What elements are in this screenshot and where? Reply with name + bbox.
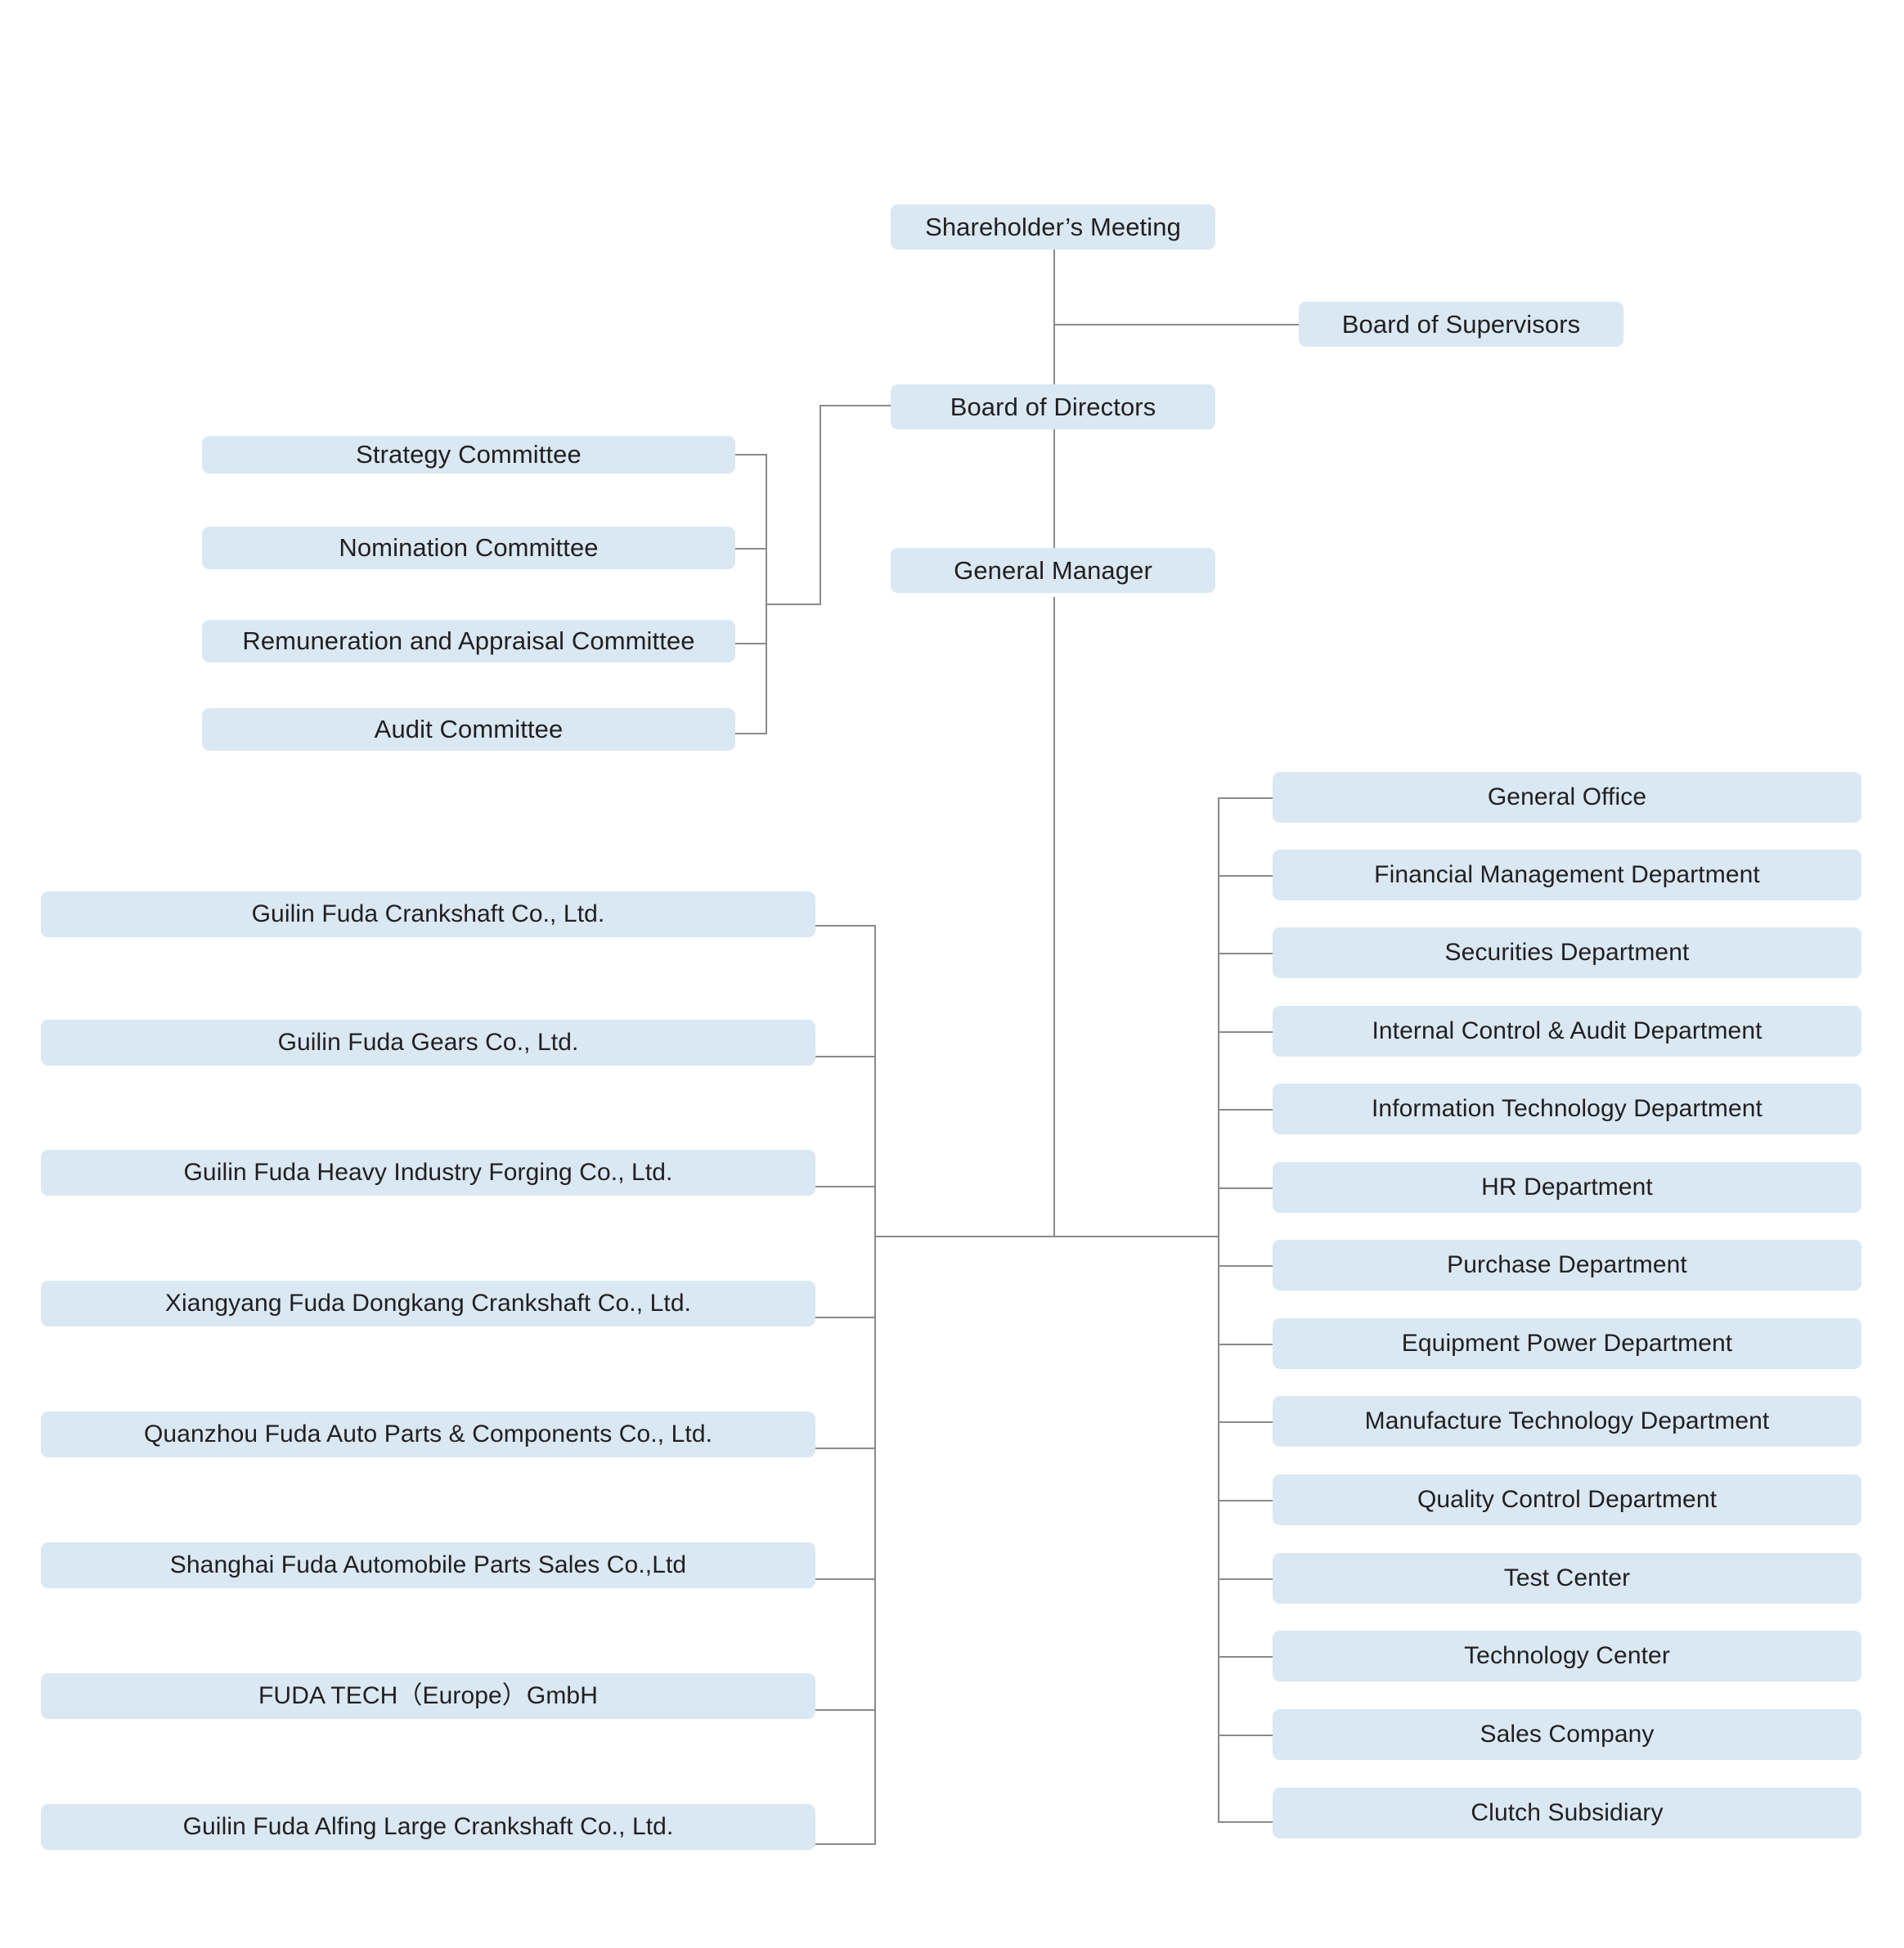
node-department-technology-center[interactable]: Technology Center	[1273, 1631, 1861, 1681]
node-subsidiary-quanzhou-fuda-auto-parts[interactable]: Quanzhou Fuda Auto Parts & Components Co…	[41, 1412, 815, 1457]
node-committee-remuneration[interactable]: Remuneration and Appraisal Committee	[202, 620, 735, 662]
node-subsidiary-xiangyang-fuda-dongkang-crankshaft[interactable]: Xiangyang Fuda Dongkang Crankshaft Co., …	[41, 1281, 815, 1326]
connector-department-stub-5	[1218, 1109, 1273, 1111]
node-department-securities[interactable]: Securities Department	[1273, 927, 1861, 978]
connector-gm-trunk	[1053, 597, 1055, 1237]
node-department-sales-company[interactable]: Sales Company	[1273, 1709, 1861, 1760]
connector-committee-stub-1	[734, 454, 767, 456]
connector-subsidiary-stub-4	[815, 1317, 876, 1318]
node-general-manager[interactable]: General Manager	[891, 548, 1215, 593]
connector-department-stub-9	[1218, 1421, 1273, 1423]
connector-committee-rail	[766, 454, 767, 733]
connector-committee-riser	[820, 405, 821, 605]
node-department-internal-control-audit[interactable]: Internal Control & Audit Department	[1273, 1006, 1861, 1057]
node-committee-strategy[interactable]: Strategy Committee	[202, 436, 735, 474]
node-subsidiary-guilin-fuda-heavy-industry-forging[interactable]: Guilin Fuda Heavy Industry Forging Co., …	[41, 1150, 815, 1196]
connector-department-stub-11	[1218, 1578, 1273, 1580]
node-department-clutch-subsidiary[interactable]: Clutch Subsidiary	[1273, 1788, 1861, 1838]
connector-committee-stub-3	[734, 643, 767, 644]
connector-department-stub-3	[1218, 953, 1273, 954]
connector-main-bus	[874, 1236, 1219, 1237]
node-department-hr[interactable]: HR Department	[1273, 1162, 1861, 1213]
connector-department-rail	[1218, 797, 1219, 1822]
connector-department-stub-2	[1218, 875, 1273, 877]
connector-subsidiary-rail	[874, 925, 876, 1844]
node-department-general-office[interactable]: General Office	[1273, 772, 1861, 823]
connector-subsidiary-stub-5	[815, 1448, 876, 1449]
connector-committee-to-board-box	[820, 405, 893, 406]
node-department-information-technology[interactable]: Information Technology Department	[1273, 1084, 1861, 1134]
node-department-equipment-power[interactable]: Equipment Power Department	[1273, 1318, 1861, 1369]
connector-department-stub-4	[1218, 1031, 1273, 1033]
node-board-of-supervisors[interactable]: Board of Supervisors	[1299, 302, 1623, 347]
connector-committee-stub-4	[734, 733, 767, 734]
connector-department-stub-6	[1218, 1187, 1273, 1189]
node-subsidiary-fuda-tech-europe-gmbh[interactable]: FUDA TECH（Europe）GmbH	[41, 1673, 815, 1719]
connector-supervisors	[1053, 324, 1299, 325]
node-subsidiary-guilin-fuda-alfing-large-crankshaft[interactable]: Guilin Fuda Alfing Large Crankshaft Co.,…	[41, 1804, 815, 1850]
node-subsidiary-shanghai-fuda-automobile-parts-sales[interactable]: Shanghai Fuda Automobile Parts Sales Co.…	[41, 1542, 815, 1588]
node-department-financial-management[interactable]: Financial Management Department	[1273, 850, 1861, 900]
connector-subsidiary-stub-6	[815, 1578, 876, 1580]
connector-shareholders-trunk	[1053, 249, 1055, 393]
connector-board-to-gm	[1053, 393, 1055, 556]
node-board-of-directors[interactable]: Board of Directors	[891, 384, 1215, 429]
node-shareholders-meeting[interactable]: Shareholder’s Meeting	[891, 204, 1215, 249]
connector-department-stub-10	[1218, 1500, 1273, 1501]
node-department-quality-control[interactable]: Quality Control Department	[1273, 1474, 1861, 1525]
node-department-purchase[interactable]: Purchase Department	[1273, 1240, 1861, 1290]
connector-subsidiary-stub-3	[815, 1186, 876, 1187]
node-subsidiary-guilin-fuda-gears[interactable]: Guilin Fuda Gears Co., Ltd.	[41, 1020, 815, 1066]
connector-department-stub-1	[1218, 797, 1273, 799]
connector-department-stub-8	[1218, 1344, 1273, 1345]
connector-subsidiary-stub-7	[815, 1709, 876, 1711]
connector-subsidiary-stub-8	[815, 1843, 876, 1845]
node-subsidiary-guilin-fuda-crankshaft[interactable]: Guilin Fuda Crankshaft Co., Ltd.	[41, 891, 815, 937]
connector-department-stub-14	[1218, 1821, 1273, 1823]
connector-committee-to-board	[766, 604, 821, 605]
connector-subsidiary-stub-2	[815, 1056, 876, 1057]
connector-department-stub-13	[1218, 1735, 1273, 1736]
node-committee-audit[interactable]: Audit Committee	[202, 708, 735, 751]
node-department-manufacture-technology[interactable]: Manufacture Technology Department	[1273, 1396, 1861, 1447]
connector-department-stub-12	[1218, 1656, 1273, 1658]
node-department-test-center[interactable]: Test Center	[1273, 1553, 1861, 1604]
connector-subsidiary-stub-1	[815, 925, 876, 927]
connector-department-stub-7	[1218, 1265, 1273, 1267]
connector-committee-stub-2	[734, 548, 767, 550]
node-committee-nomination[interactable]: Nomination Committee	[202, 527, 735, 569]
